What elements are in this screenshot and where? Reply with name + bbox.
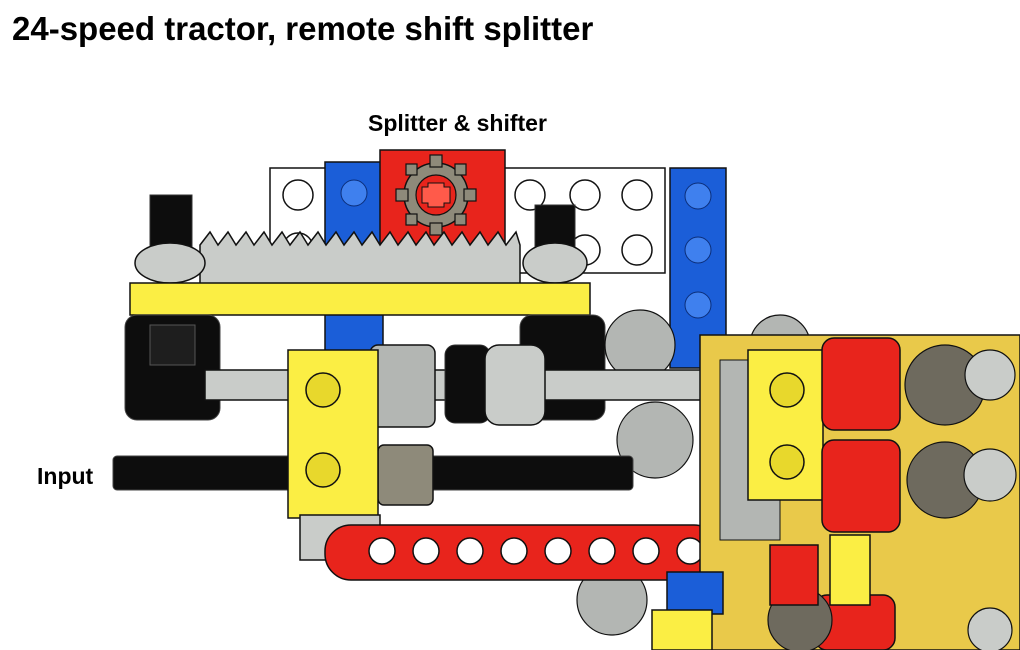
light-gears-right xyxy=(963,349,1017,650)
yellow-beam-left xyxy=(287,349,379,519)
red-liftarm xyxy=(324,524,721,581)
black-connector-left xyxy=(124,314,221,421)
yellow-beam-right xyxy=(747,349,824,501)
input-label: Input xyxy=(37,463,94,489)
dark-gears-right xyxy=(767,344,986,650)
shifter-pinion-gear xyxy=(395,154,477,236)
gear-rack xyxy=(199,230,521,286)
blue-lower-block xyxy=(666,544,819,615)
yellow-plate xyxy=(129,282,591,316)
splitter-shifter-label: Splitter & shifter xyxy=(368,110,547,136)
pin-right xyxy=(522,204,588,284)
pin-left xyxy=(134,194,206,284)
driving-ring xyxy=(369,344,546,428)
clutch-ring xyxy=(444,344,491,424)
page-title: 24-speed tractor, remote shift splitter xyxy=(12,10,594,47)
input-gear xyxy=(377,444,434,506)
yellow-lower-parts xyxy=(651,534,871,650)
